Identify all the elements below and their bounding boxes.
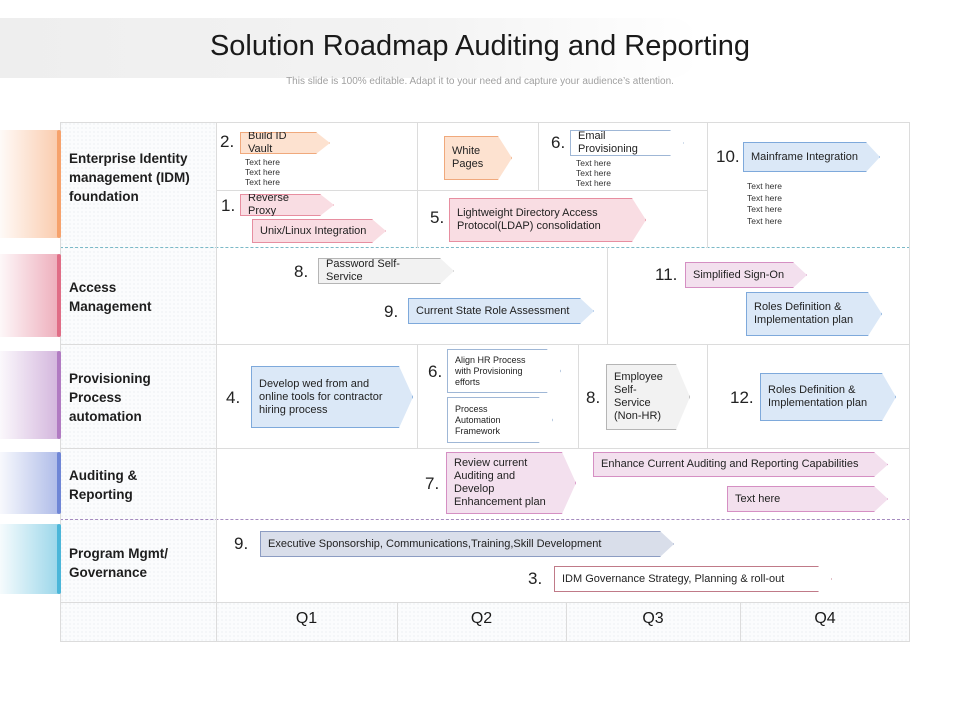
enhance-auditing-arrow[interactable]: Enhance Current Auditing and Reporting C… <box>593 452 888 477</box>
step-number: 9. <box>234 534 249 553</box>
title-background <box>0 18 700 78</box>
step-number: 3. <box>528 569 543 588</box>
step-number: 1. <box>221 196 236 215</box>
ldap-consolidation-arrow[interactable]: Lightweight Directory Access Protocol(LD… <box>449 198 646 242</box>
row-tab-provisioning <box>0 351 58 439</box>
executive-sponsorship-arrow[interactable]: Executive Sponsorship, Communications,Tr… <box>260 531 674 557</box>
page-title: Solution Roadmap Auditing and Reporting <box>209 30 751 62</box>
white-pages-arrow[interactable]: White Pages <box>444 136 512 180</box>
row-divider <box>60 448 910 449</box>
idm-governance-arrow[interactable]: IDM Governance Strategy, Planning & roll… <box>554 566 832 592</box>
employee-self-service-arrow[interactable]: Employee Self-Service (Non-HR) <box>606 364 690 430</box>
review-auditing-arrow[interactable]: Review current Auditing and Develop Enha… <box>446 452 576 514</box>
step-number: 10. <box>716 147 740 166</box>
step-number: 6. <box>428 362 443 381</box>
row-tab-governance <box>0 524 58 594</box>
develop-web-tools-arrow[interactable]: Develop wed from and online tools for co… <box>251 366 413 428</box>
grid-line <box>417 122 418 248</box>
unix-linux-integration-arrow[interactable]: Unix/Linux Integration <box>252 219 386 243</box>
row-accent-access <box>57 254 61 337</box>
row-tab-access <box>0 254 58 337</box>
grid-line <box>707 122 708 248</box>
grid-line <box>607 247 608 344</box>
simplified-sign-on-arrow[interactable]: Simplified Sign-On <box>685 262 807 288</box>
email-provisioning-arrow[interactable]: Email Provisioning <box>570 130 684 156</box>
roles-definition-access-arrow[interactable]: Roles Definition & Implementation plan <box>746 292 882 336</box>
grid-line <box>538 122 539 190</box>
align-hr-process-arrow[interactable]: Align HR Process with Provisioning effor… <box>447 349 561 393</box>
roles-definition-provisioning-arrow[interactable]: Roles Definition & Implementation plan <box>760 373 896 421</box>
row-label-access: Access Management <box>69 280 152 314</box>
grid-line <box>397 602 398 642</box>
row-accent-auditing <box>57 452 61 514</box>
grid-line <box>740 602 741 642</box>
step-number: 8. <box>294 262 309 281</box>
grid-line <box>566 602 567 642</box>
password-self-service-arrow[interactable]: Password Self-Service <box>318 258 454 284</box>
grid-line <box>707 344 708 448</box>
row-accent-governance <box>57 524 61 594</box>
row-divider <box>60 344 910 345</box>
reverse-proxy-arrow[interactable]: Reverse Proxy <box>240 194 334 216</box>
row-accent-provisioning <box>57 351 61 439</box>
row-label-provisioning: Provisioning Process automation <box>69 371 151 424</box>
row-divider <box>60 519 910 520</box>
step-number: 6. <box>551 133 566 152</box>
step-number: 7. <box>425 474 440 493</box>
step-number: 2. <box>220 132 235 151</box>
step-number: 8. <box>586 388 601 407</box>
row-tab-auditing <box>0 452 58 514</box>
quarter-label-q1: Q1 <box>295 610 318 627</box>
grid-line <box>417 344 418 448</box>
step-number: 4. <box>226 388 241 407</box>
mainframe-integration-arrow[interactable]: Mainframe Integration <box>743 142 880 172</box>
grid-line <box>578 344 579 448</box>
row-label-auditing: Auditing & Reporting <box>69 468 138 502</box>
process-automation-framework-arrow[interactable]: Process Automation Framework <box>447 397 553 443</box>
row-divider <box>60 247 910 248</box>
quarter-label-q2: Q2 <box>470 610 493 627</box>
row-divider <box>60 602 910 603</box>
step-number: 11. <box>655 265 678 284</box>
current-state-role-assessment-arrow[interactable]: Current State Role Assessment <box>408 298 594 324</box>
row-label-idm: Enterprise Identity management (IDM) fou… <box>69 151 190 204</box>
quarter-label-q3: Q3 <box>642 610 664 627</box>
row-accent-idm <box>57 130 61 238</box>
step-number: 5. <box>430 208 445 227</box>
row-tab-idm <box>0 130 58 238</box>
step-number: 9. <box>384 302 399 321</box>
text-here-arrow[interactable]: Text here <box>727 486 888 512</box>
build-id-vault-arrow[interactable]: Build ID Vault <box>240 132 330 154</box>
grid-line <box>216 190 708 191</box>
page-subtitle: This slide is 100% editable. Adapt it to… <box>286 76 674 87</box>
step-number: 12. <box>730 388 754 407</box>
row-label-governance: Program Mgmt/ Governance <box>69 546 169 580</box>
quarter-label-q4: Q4 <box>814 610 836 627</box>
grid-line <box>216 122 217 642</box>
